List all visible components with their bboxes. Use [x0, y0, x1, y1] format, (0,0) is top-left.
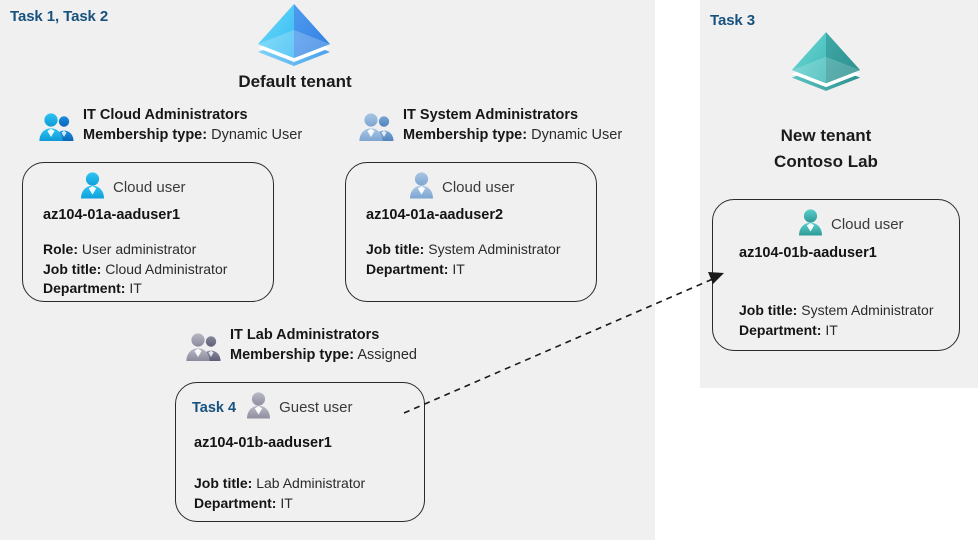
- attr-row-department: Department: IT: [43, 279, 227, 299]
- attr-label: Job title:: [366, 241, 425, 257]
- task-label-task1-task2: Task 1, Task 2: [10, 8, 109, 25]
- attr-value: IT: [825, 321, 838, 338]
- cloud-user-icon: [408, 171, 435, 204]
- attr-label: Department:: [739, 321, 822, 338]
- group-it-system-administrators: IT System Administrators Membership type…: [358, 106, 622, 147]
- azure-ad-tenant-pyramid-icon: [256, 2, 332, 68]
- attr-row-department: Department: IT: [739, 321, 934, 341]
- attr-value: IT: [129, 280, 142, 296]
- group-membership-type: Membership type: Dynamic User: [403, 125, 622, 146]
- group-membership-type: Membership type: Dynamic User: [83, 125, 302, 146]
- membership-type-value: Dynamic User: [531, 127, 623, 143]
- user-type-label: Cloud user: [113, 179, 186, 196]
- attr-row-job-title: Job title: System Administrator: [739, 301, 934, 321]
- username-label: az104-01a-aaduser2: [366, 207, 504, 223]
- new-tenant-title-line1: New tenant: [780, 126, 872, 145]
- user-card-az104-01a-aaduser2[interactable]: Cloud user az104-01a-aaduser2 Job title:…: [345, 162, 597, 302]
- attr-value: System Administrator: [801, 302, 934, 318]
- attr-row-job-title: Job title: Lab Administrator: [194, 474, 365, 494]
- attr-row-job-title: Job title: Cloud Administrator: [43, 260, 227, 280]
- user-card-az104-01b-aaduser1-new-tenant[interactable]: Cloud user az104-01b-aaduser1 Job title:…: [712, 199, 960, 351]
- username-label: az104-01b-aaduser1: [739, 245, 877, 261]
- username-label: az104-01b-aaduser1: [194, 435, 332, 451]
- attr-label: Job title:: [739, 302, 798, 318]
- default-tenant-title: Default tenant: [238, 72, 352, 91]
- attr-label: Role:: [43, 241, 78, 257]
- attr-label: Department:: [43, 280, 126, 296]
- attr-label: Job title:: [43, 260, 102, 277]
- attr-row-department: Department: IT: [194, 494, 365, 514]
- membership-type-value: Dynamic User: [211, 127, 303, 143]
- group-users-icon: [38, 112, 76, 147]
- group-it-cloud-administrators: IT Cloud Administrators Membership type:…: [38, 106, 302, 147]
- group-membership-type: Membership type: Assigned: [230, 345, 417, 366]
- user-type-label: Guest user: [279, 399, 353, 416]
- attr-row-role: Role: User administrator: [43, 240, 227, 260]
- attr-label: Department:: [194, 494, 277, 511]
- group-name: IT Lab Administrators: [230, 327, 380, 343]
- attr-value: Cloud Administrator: [105, 260, 228, 277]
- membership-type-label: Membership type:: [403, 127, 528, 143]
- attr-value: User administrator: [81, 241, 197, 257]
- new-tenant-title-line2: Contoso Lab: [774, 152, 878, 171]
- attr-label: Job title:: [194, 475, 253, 491]
- attr-row-job-title: Job title: System Administrator: [366, 240, 561, 260]
- attr-label: Department:: [366, 260, 449, 277]
- membership-type-value: Assigned: [357, 347, 417, 363]
- attr-value: IT: [452, 260, 465, 277]
- cloud-user-icon: [797, 208, 824, 241]
- attr-value: IT: [280, 494, 293, 511]
- group-name: IT System Administrators: [403, 107, 579, 123]
- user-card-az104-01b-aaduser1-guest[interactable]: Task 4 Guest user az104-01b-aaduser1 Job…: [175, 382, 425, 522]
- user-type-label: Cloud user: [442, 179, 515, 196]
- group-users-icon: [358, 112, 396, 147]
- user-card-az104-01a-aaduser1[interactable]: Cloud user az104-01a-aaduser1 Role: User…: [22, 162, 274, 302]
- group-users-icon: [185, 332, 223, 367]
- task-label-task3: Task 3: [710, 12, 755, 29]
- membership-type-label: Membership type:: [230, 347, 355, 363]
- membership-type-label: Membership type:: [83, 127, 208, 143]
- azure-ad-tenant-pyramid-icon: [790, 30, 862, 93]
- attr-value: System Administrator: [428, 241, 561, 257]
- default-tenant-panel: [0, 0, 655, 540]
- guest-user-icon: [245, 391, 272, 424]
- username-label: az104-01a-aaduser1: [43, 207, 181, 223]
- group-it-lab-administrators: IT Lab Administrators Membership type: A…: [185, 326, 417, 367]
- group-name: IT Cloud Administrators: [83, 107, 248, 123]
- cloud-user-icon: [79, 171, 106, 204]
- task-label-task4: Task 4: [192, 399, 237, 416]
- attr-row-department: Department: IT: [366, 260, 561, 280]
- attr-value: Lab Administrator: [256, 475, 366, 491]
- user-type-label: Cloud user: [831, 216, 904, 233]
